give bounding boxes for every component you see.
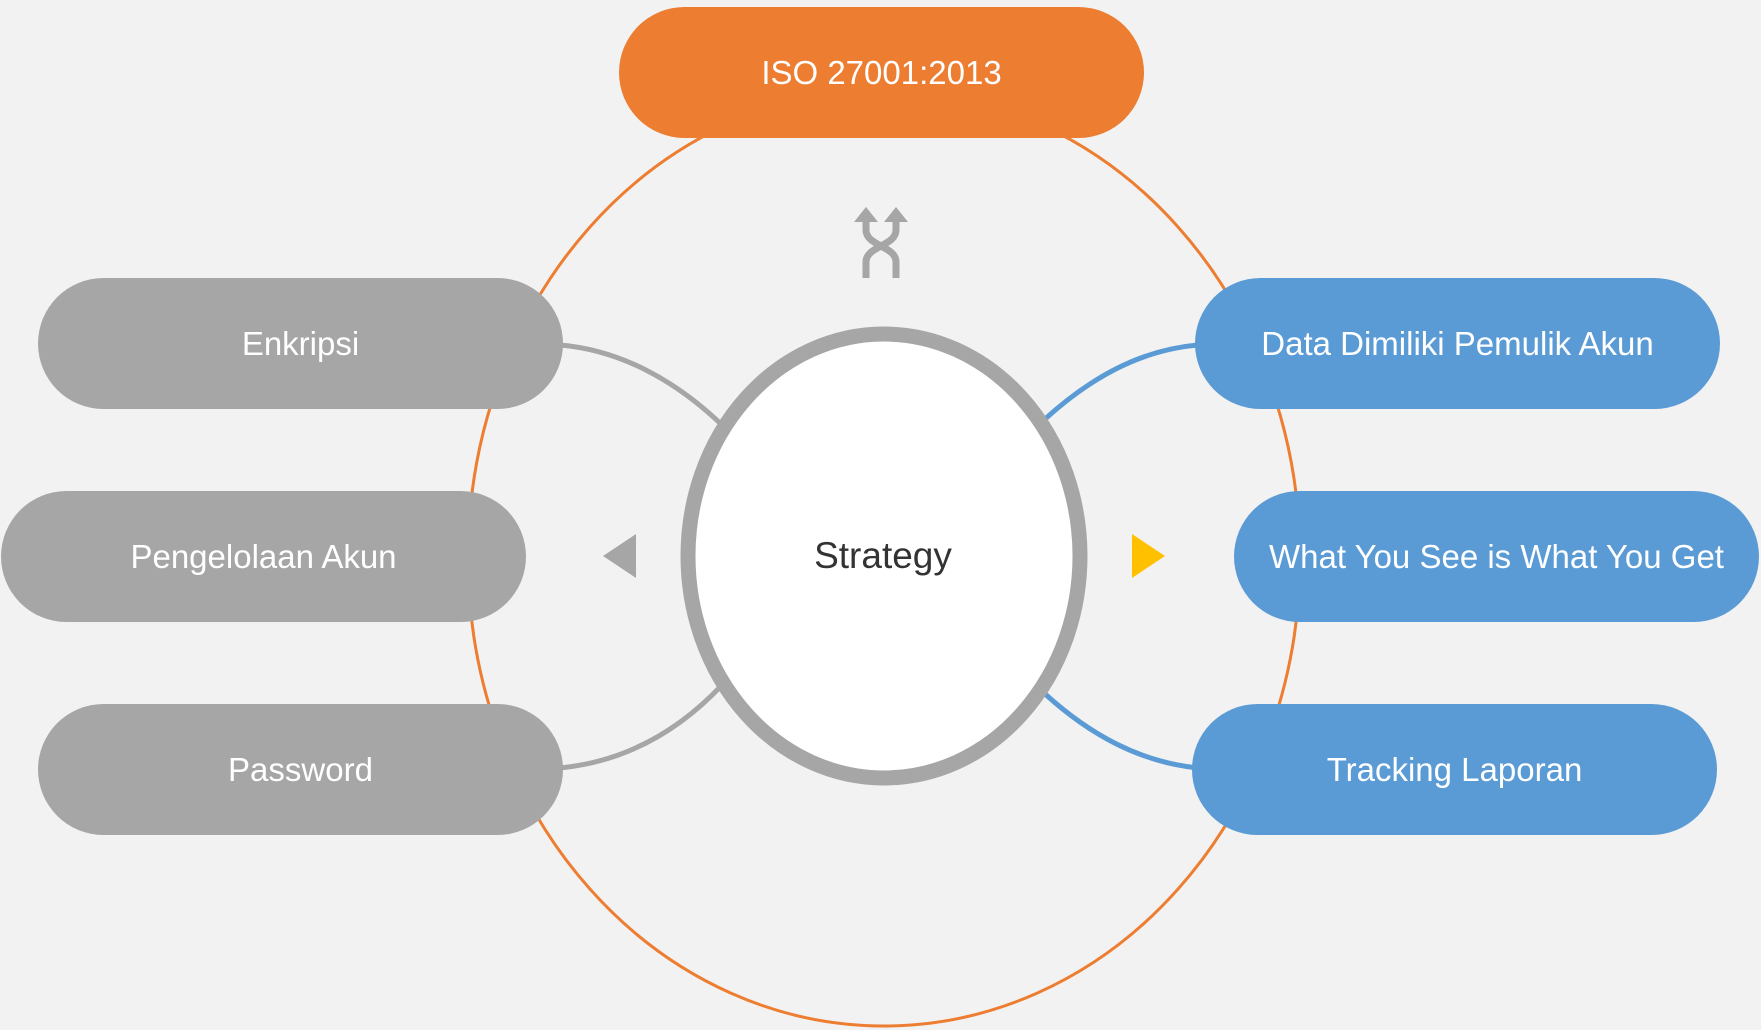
connector-data-dimiliki bbox=[1042, 342, 1199, 422]
connector-tracking bbox=[1042, 691, 1199, 771]
triangle-left-icon bbox=[603, 534, 636, 578]
center-node bbox=[680, 326, 1088, 786]
crossing-arrows-icon bbox=[854, 207, 908, 278]
center-label: Strategy bbox=[814, 535, 952, 576]
node-enkripsi: Enkripsi bbox=[38, 278, 563, 409]
triangle-right-icon bbox=[1132, 534, 1165, 578]
connector-enkripsi bbox=[559, 342, 724, 427]
node-tracking-laporan: Tracking Laporan bbox=[1192, 704, 1717, 835]
node-wysiwyg: What You See is What You Get bbox=[1234, 491, 1759, 622]
node-data-dimiliki: Data Dimiliki Pemulik Akun bbox=[1195, 278, 1720, 409]
connector-password bbox=[559, 683, 724, 771]
node-pengelolaan-akun: Pengelolaan Akun bbox=[1, 491, 526, 622]
iso-node: ISO 27001:2013 bbox=[619, 7, 1144, 138]
node-password: Password bbox=[38, 704, 563, 835]
